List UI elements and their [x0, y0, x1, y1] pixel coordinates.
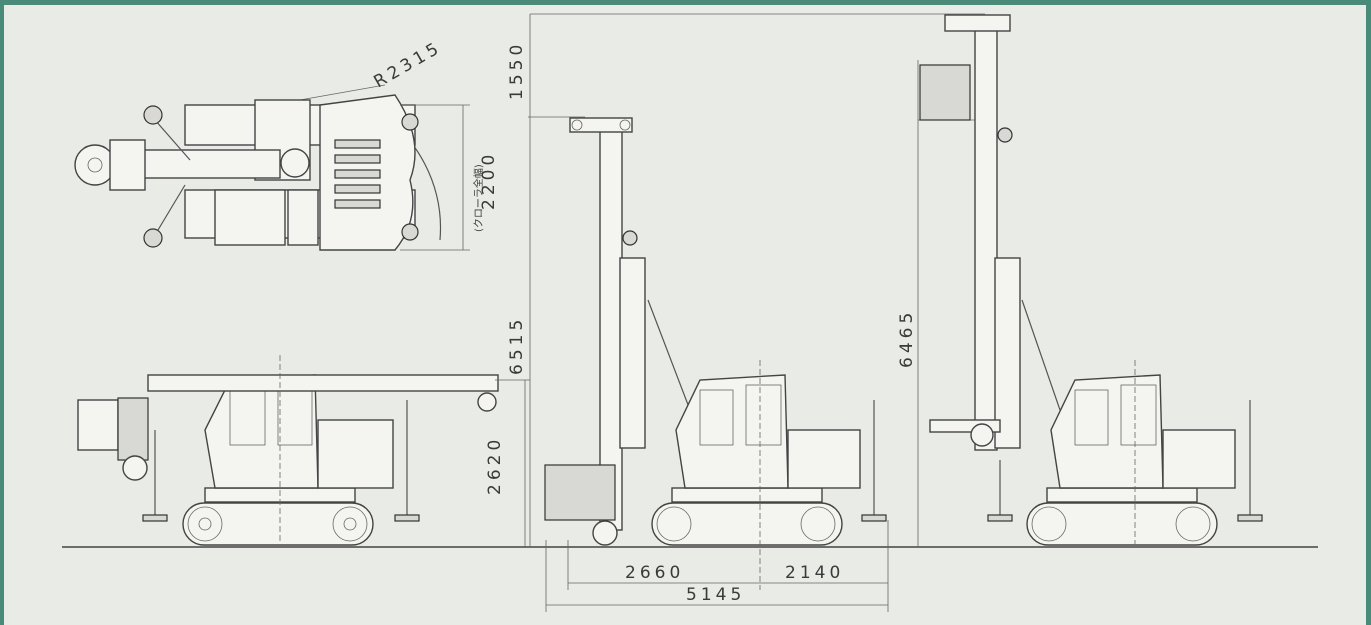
crawler-width-note: (クローラ全幅) [472, 164, 485, 232]
frame-right-band [1366, 0, 1371, 625]
frame-left-band [0, 0, 4, 625]
mast-height-right-label: 6465 [897, 309, 917, 368]
front-length-label: 2660 [625, 563, 684, 583]
mast-height-center-label: 6515 [507, 316, 527, 375]
rear-length-label: 2140 [785, 563, 844, 583]
radius-label: R2315 [371, 37, 446, 92]
top-view [74, 84, 470, 251]
total-length-label: 5145 [686, 585, 745, 605]
upper-extension-label: 1550 [507, 41, 527, 100]
right-side-view [917, 14, 1263, 547]
frame-top-band [0, 0, 1371, 5]
left-side-view [77, 355, 530, 547]
transport-height-label: 2620 [485, 436, 505, 495]
center-side-view [528, 13, 985, 612]
crawler-width-label: 2200 [479, 151, 499, 210]
